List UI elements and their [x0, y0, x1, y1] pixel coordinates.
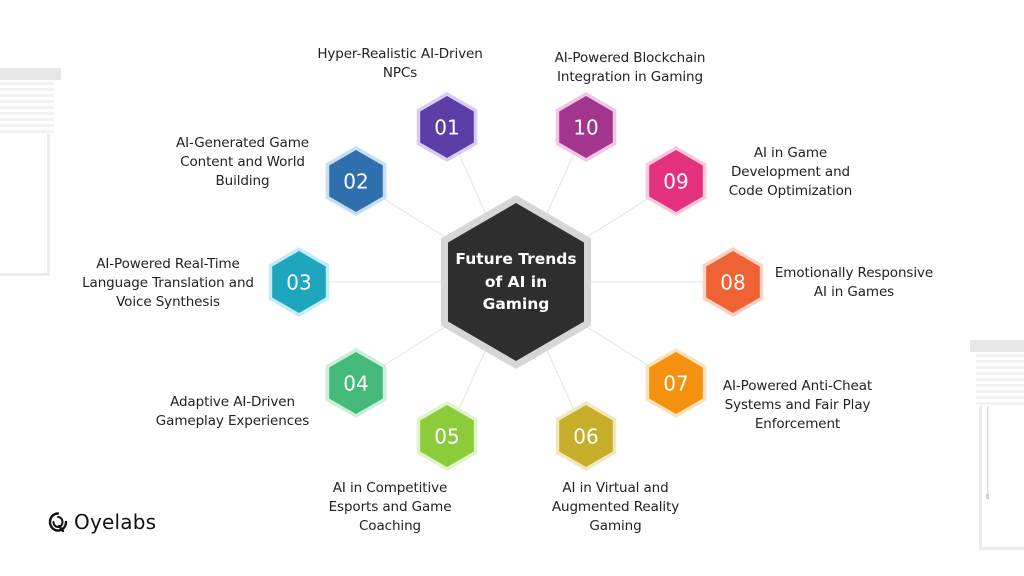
- brand-name: Oyelabs: [74, 510, 157, 534]
- hexagon-06: 06: [555, 401, 617, 471]
- svg-text:01: 01: [434, 116, 459, 140]
- hexagon-01: 01: [416, 92, 478, 162]
- center-hexagon: [441, 195, 591, 369]
- svg-text:04: 04: [343, 372, 368, 396]
- center-title-line: Future Trends: [455, 250, 577, 268]
- center-title-line: of AI in: [484, 272, 548, 291]
- svg-text:08: 08: [720, 271, 745, 295]
- center-title: Future Trends of AI in Gaming: [446, 248, 586, 316]
- hexagon-02: 02: [325, 146, 387, 216]
- svg-text:05: 05: [434, 425, 459, 449]
- hexagon-09: 09: [645, 146, 707, 216]
- svg-text:02: 02: [343, 170, 368, 194]
- hexagon-04: 04: [325, 348, 387, 418]
- window-blind-left-decoration: [0, 68, 61, 276]
- hexagon-05: 05: [416, 401, 478, 471]
- hexagon-10: 10: [555, 92, 617, 162]
- hexagon-03: 03: [268, 247, 330, 317]
- hexagon-07: 07: [645, 348, 707, 418]
- svg-text:06: 06: [573, 425, 598, 449]
- hexagon-08: 08: [702, 247, 764, 317]
- oyelabs-logo-icon: [48, 512, 68, 533]
- svg-text:09: 09: [663, 170, 688, 194]
- center-title-line: Gaming: [482, 295, 550, 313]
- svg-text:10: 10: [573, 116, 598, 140]
- brand-logo: Oyelabs: [48, 510, 156, 534]
- svg-text:03: 03: [286, 271, 311, 295]
- svg-text:07: 07: [663, 372, 688, 396]
- window-blind-right-decoration: [970, 340, 1024, 550]
